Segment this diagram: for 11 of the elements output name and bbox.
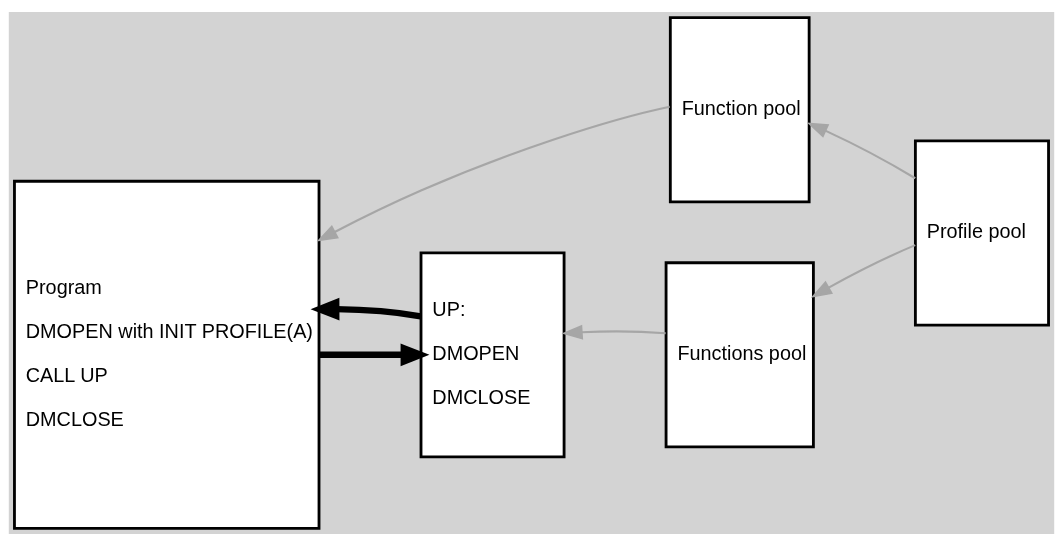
arrow — [561, 324, 666, 340]
arrow — [310, 297, 422, 321]
arrow — [319, 343, 430, 367]
arrow — [810, 244, 916, 298]
node-box: Profile pool — [913, 139, 1050, 327]
node-box: Program DMOPEN with INIT PROFILE(A) CALL UP DMCLOSE — [13, 179, 321, 530]
node-box: Functions pool — [664, 261, 815, 449]
arrow — [806, 122, 916, 180]
arrow — [316, 105, 670, 242]
node-box: Function pool — [668, 16, 811, 204]
node-box: UP: DMOPEN DMCLOSE — [419, 251, 566, 459]
